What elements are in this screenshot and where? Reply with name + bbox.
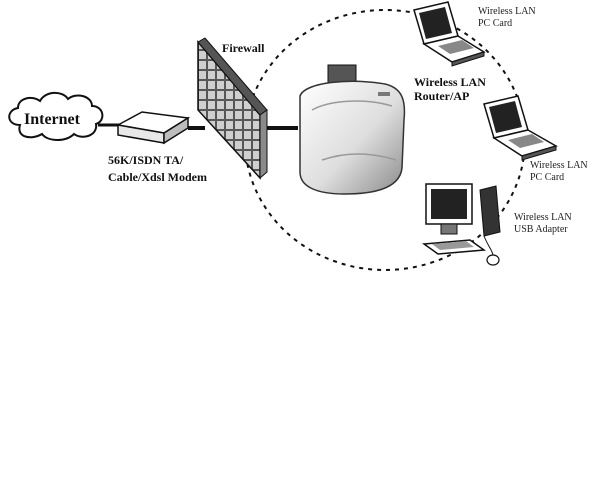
laptop-top-label-line1: Wireless LAN bbox=[478, 6, 536, 17]
router-label-line1: Wireless LAN bbox=[414, 75, 486, 89]
laptop-top-label-line2: PC Card bbox=[478, 18, 512, 29]
modem-icon bbox=[118, 112, 188, 143]
laptop-top-icon bbox=[414, 2, 484, 66]
laptop-mid-label-line1: Wireless LAN bbox=[530, 160, 588, 171]
router-icon bbox=[300, 65, 404, 194]
laptop-mid-label-line2: PC Card bbox=[530, 172, 564, 183]
modem-label-line1: 56K/ISDN TA/ bbox=[108, 153, 184, 167]
desktop-icon bbox=[424, 184, 500, 265]
internet-cloud-icon: Internet bbox=[9, 93, 102, 140]
laptop-mid-icon bbox=[484, 96, 556, 160]
firewall-icon bbox=[198, 38, 267, 178]
firewall-label: Firewall bbox=[222, 41, 265, 55]
desktop-label-line2: USB Adapter bbox=[514, 224, 568, 235]
router-label-line2: Router/AP bbox=[414, 89, 469, 103]
modem-label-line2: Cable/Xdsl Modem bbox=[108, 170, 207, 184]
internet-label: Internet bbox=[24, 111, 81, 128]
desktop-label-line1: Wireless LAN bbox=[514, 212, 572, 223]
